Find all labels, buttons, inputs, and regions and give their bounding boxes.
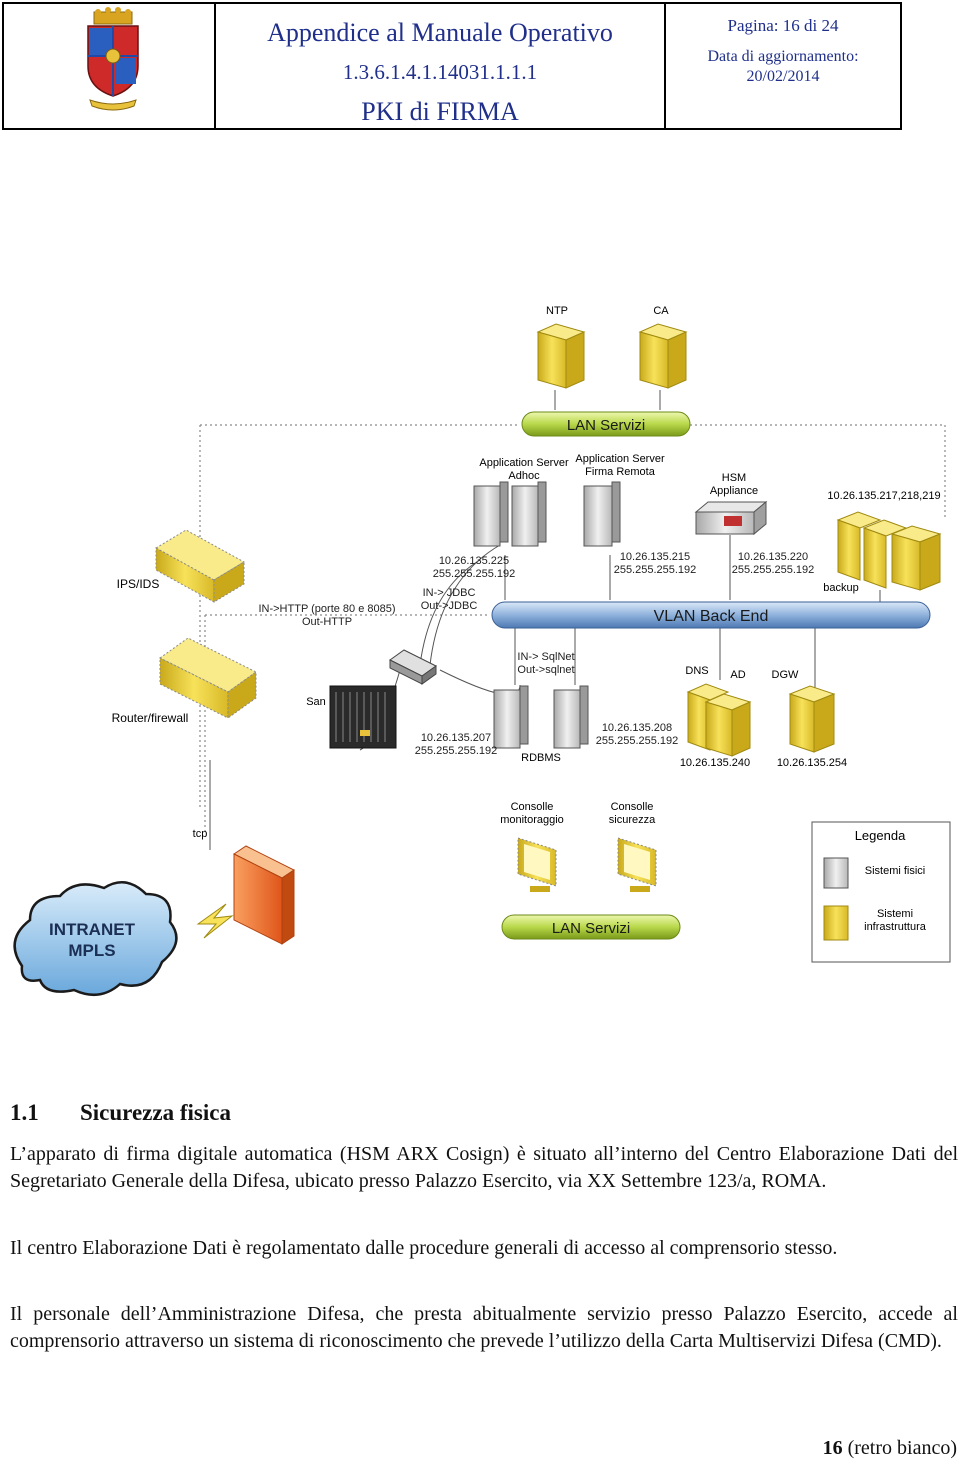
- paragraph-location: L’apparato di firma digitale automatica …: [10, 1143, 958, 1192]
- app-adhoc-label-1: Application Server: [479, 457, 569, 469]
- manual-title: Appendice al Manuale Operativo: [267, 18, 613, 47]
- dns-ad-servers: DNS AD 10.26.135.240: [680, 665, 752, 769]
- header-title-cell: Appendice al Manuale Operativo 1.3.6.1.4…: [216, 4, 666, 128]
- dgw-label: DGW: [772, 669, 800, 681]
- ips-ids-label: IPS/IDS: [117, 577, 160, 591]
- legend-physical-icon: [823, 857, 849, 889]
- http-rule-2: Out-HTTP: [302, 616, 352, 628]
- legend-physical-label: Sistemi fisici: [865, 865, 926, 877]
- consolle-sic-label-1: Consolle: [611, 801, 654, 813]
- jdbc-rule-1: IN-> JDBC: [423, 587, 476, 599]
- lan-servizi-bottom-label: LAN Servizi: [552, 920, 630, 937]
- jdbc-rule-2: Out->JDBC: [421, 600, 478, 612]
- rdbms-ip-labels: 10.26.135.207 255.255.255.192 10.26.135.…: [415, 722, 679, 757]
- router-firewall-label: Router/firewall: [112, 711, 189, 725]
- sqlnet-rule-2: Out->sqlnet: [517, 664, 574, 676]
- page-indicator: Pagina: 16 di 24: [727, 16, 839, 35]
- ip-hsm-1: 10.26.135.220: [738, 551, 808, 563]
- header-meta-cell: Pagina: 16 di 24 Data di aggiornamento: …: [666, 4, 900, 128]
- backup-ip-label: 10.26.135.217,218,219: [827, 490, 940, 502]
- ip-rdbms2-2: 255.255.255.192: [596, 735, 679, 747]
- hsm-label-2: Appliance: [710, 485, 758, 497]
- ips-ids-device: IPS/IDS: [117, 529, 246, 603]
- document-subtitle: PKI di FIRMA: [361, 97, 519, 126]
- backup-servers: 10.26.135.217,218,219 backup: [823, 490, 942, 594]
- firewall-wall: [233, 845, 295, 945]
- ca-server: CA: [638, 305, 688, 389]
- network-diagram: LAN Servizi NTP CA Application Server Ad…: [13, 305, 951, 997]
- legend-box: Legenda Sistemi fisici Sistemi infrastru…: [811, 821, 951, 963]
- dotted-boundary: [199, 424, 946, 835]
- update-label: Data di aggiornamento:: [707, 48, 859, 65]
- page-footer: 16 (retro bianco): [823, 1437, 957, 1460]
- ntp-server: NTP: [536, 305, 586, 389]
- vlan-back-end-label: VLAN Back End: [654, 608, 769, 625]
- sqlnet-rule-1: IN-> SqlNet: [517, 651, 574, 663]
- ca-label: CA: [653, 305, 669, 317]
- ip-hsm-2: 255.255.255.192: [732, 564, 815, 576]
- consolle-mon-label-1: Consolle: [511, 801, 554, 813]
- paragraph-personnel-access: Il personale dell’Amministrazione Difesa…: [10, 1303, 958, 1352]
- legend-title: Legenda: [855, 828, 906, 843]
- ip-adhoc-1: 10.26.135.225: [439, 555, 509, 567]
- app-firma-label-1: Application Server: [575, 453, 665, 465]
- http-rule-1: IN->HTTP (porte 80 e 8085): [258, 603, 395, 615]
- section-title: Sicurezza fisica: [80, 1100, 231, 1125]
- app-adhoc-label-2: Adhoc: [508, 470, 540, 482]
- army-crest-icon: [87, 7, 139, 111]
- document-oid: 1.3.6.1.4.1.14031.1.1.1: [342, 60, 538, 84]
- ntp-label: NTP: [546, 305, 568, 317]
- ip-dns-ad: 10.26.135.240: [680, 757, 750, 769]
- intranet-label-1: INTRANET: [49, 920, 136, 939]
- router-firewall: Router/firewall: [112, 637, 257, 725]
- app-firma-label-2: Firma Remota: [585, 466, 656, 478]
- lightning-icon: [196, 903, 234, 939]
- backup-label: backup: [823, 582, 858, 594]
- footer-note: (retro bianco): [847, 1437, 957, 1459]
- footer-page-number: 16: [822, 1437, 843, 1459]
- ip-adhoc-2: 255.255.255.192: [433, 568, 516, 580]
- hsm-appliance: HSM Appliance: [694, 472, 768, 536]
- legend-infra-label-1: Sistemi: [877, 908, 913, 920]
- san-label: San: [306, 696, 326, 708]
- lan-servizi-top: LAN Servizi: [521, 411, 691, 437]
- ip-firma-1: 10.26.135.215: [620, 551, 690, 563]
- vlan-back-end: VLAN Back End: [491, 601, 931, 629]
- consolle-sic-label-2: sicurezza: [609, 814, 656, 826]
- hsm-label-1: HSM: [722, 472, 746, 484]
- intranet-label-2: MPLS: [68, 941, 115, 960]
- san-storage: San: [306, 685, 397, 749]
- paragraph-access-procedures: Il centro Elaborazione Dati è regolament…: [10, 1237, 838, 1259]
- rdbms-servers: RDBMS: [493, 685, 589, 764]
- ip-firma-2: 255.255.255.192: [614, 564, 697, 576]
- lan-servizi-bottom: LAN Servizi: [501, 914, 681, 940]
- dgw-server: DGW 10.26.135.254: [772, 669, 848, 769]
- update-date: 20/02/2014: [746, 68, 820, 85]
- consolle-sicurezza: Consolle sicurezza: [609, 801, 657, 892]
- header-logo-cell: [4, 4, 216, 128]
- document-header: Appendice al Manuale Operativo 1.3.6.1.4…: [2, 2, 902, 130]
- section-heading: 1.1 Sicurezza fisica: [10, 1100, 231, 1126]
- intranet-cloud-icon: INTRANET MPLS: [13, 881, 178, 997]
- ip-labels: 10.26.135.225 255.255.255.192 10.26.135.…: [258, 551, 814, 676]
- app-server-firma: Application Server Firma Remota: [575, 453, 665, 547]
- app-server-adhoc: Application Server Adhoc: [473, 457, 569, 547]
- section-number: 1.1: [10, 1100, 39, 1125]
- ad-label: AD: [730, 669, 745, 681]
- consolle-mon-label-2: monitoraggio: [500, 814, 564, 826]
- ip-rdbms1-2: 255.255.255.192: [415, 745, 498, 757]
- network-switch: [389, 649, 437, 685]
- tcp-label: tcp: [193, 828, 208, 840]
- ip-rdbms1-1: 10.26.135.207: [421, 732, 491, 744]
- legend-infra-label-2: infrastruttura: [864, 921, 927, 933]
- rdbms-label: RDBMS: [521, 752, 561, 764]
- ip-rdbms2-1: 10.26.135.208: [602, 722, 672, 734]
- ip-dgw: 10.26.135.254: [777, 757, 847, 769]
- consolle-monitoraggio: Consolle monitoraggio: [500, 801, 564, 892]
- lan-servizi-top-label: LAN Servizi: [567, 417, 645, 434]
- dns-label: DNS: [685, 665, 708, 677]
- legend-infra-icon: [823, 905, 849, 941]
